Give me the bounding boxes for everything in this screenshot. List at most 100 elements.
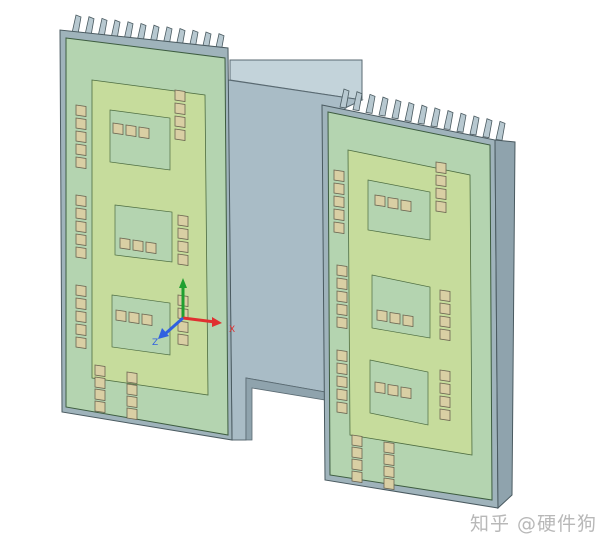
pad [374, 194, 386, 207]
pad [439, 315, 451, 328]
pad [336, 277, 348, 290]
pad [94, 376, 106, 389]
heatsink-fin [430, 107, 441, 128]
pad [75, 130, 87, 143]
pad [383, 441, 395, 454]
pad [177, 240, 189, 253]
pad [75, 310, 87, 323]
pad [439, 408, 451, 421]
pad [126, 383, 138, 396]
pad [75, 297, 87, 310]
pad [141, 313, 153, 326]
pad [333, 169, 345, 182]
pad [351, 470, 363, 483]
pad [94, 388, 106, 401]
pad [75, 336, 87, 349]
pad [336, 349, 348, 362]
pad [75, 246, 87, 259]
pad [400, 199, 412, 212]
pad [402, 314, 414, 327]
heatsink-fin [482, 118, 493, 139]
pad [174, 89, 186, 102]
pad [75, 207, 87, 220]
pad [174, 115, 186, 128]
pad [177, 214, 189, 227]
pad [387, 384, 399, 397]
heatsink-fin [469, 115, 480, 136]
pad [177, 253, 189, 266]
pad [125, 124, 137, 137]
pad [439, 289, 451, 302]
pad [336, 290, 348, 303]
heatsink-fins-right [339, 88, 506, 141]
pad [126, 407, 138, 420]
heatsink-fin [443, 110, 454, 131]
pad [75, 323, 87, 336]
x-axis-label: X [229, 325, 235, 335]
pad [383, 465, 395, 478]
heatsink-fin [456, 112, 467, 133]
pad [336, 264, 348, 277]
pad [387, 197, 399, 210]
heatsink-fin [365, 93, 376, 114]
pad [174, 102, 186, 115]
heatsink-fin [417, 104, 428, 125]
pad [383, 453, 395, 466]
pad [333, 195, 345, 208]
pad [439, 369, 451, 382]
pad [333, 208, 345, 221]
pad [177, 227, 189, 240]
pad [435, 174, 447, 187]
pad [145, 241, 157, 254]
pad [435, 200, 447, 213]
pad [75, 143, 87, 156]
pad [336, 303, 348, 316]
pad [351, 446, 363, 459]
pad [435, 161, 447, 174]
pad [126, 371, 138, 384]
pad [128, 311, 140, 324]
pad [383, 477, 395, 490]
pad [112, 122, 124, 135]
heatsink-fin [404, 101, 415, 122]
watermark: 知乎 @硬件狗 [470, 513, 598, 535]
pad [435, 187, 447, 200]
pad [177, 333, 189, 346]
pad [75, 233, 87, 246]
heatsink-fin [391, 99, 402, 120]
heatsink-fin [378, 96, 389, 117]
pad [75, 117, 87, 130]
pad [439, 382, 451, 395]
pad [75, 194, 87, 207]
axis-triad: X Z [152, 278, 235, 348]
pad [336, 401, 348, 414]
pad [75, 104, 87, 117]
z-axis-label: Z [152, 338, 158, 348]
pad [336, 316, 348, 329]
pad [119, 237, 131, 250]
pad [138, 126, 150, 139]
pad [75, 220, 87, 233]
pad [336, 388, 348, 401]
pad [439, 395, 451, 408]
pad [115, 309, 127, 322]
pad [374, 381, 386, 394]
pcb-left [59, 29, 233, 441]
pad [376, 309, 388, 322]
pad [336, 375, 348, 388]
pad [174, 128, 186, 141]
pad [132, 239, 144, 252]
pad [75, 156, 87, 169]
pad [333, 221, 345, 234]
pad [400, 386, 412, 399]
pad [94, 364, 106, 377]
heatsink-fin [352, 91, 363, 112]
x-axis-arrow [182, 316, 216, 324]
pad [439, 328, 451, 341]
z-axis-arrow [164, 316, 184, 336]
heatsink-fin [339, 88, 350, 109]
pad [439, 302, 451, 315]
pad [351, 458, 363, 471]
